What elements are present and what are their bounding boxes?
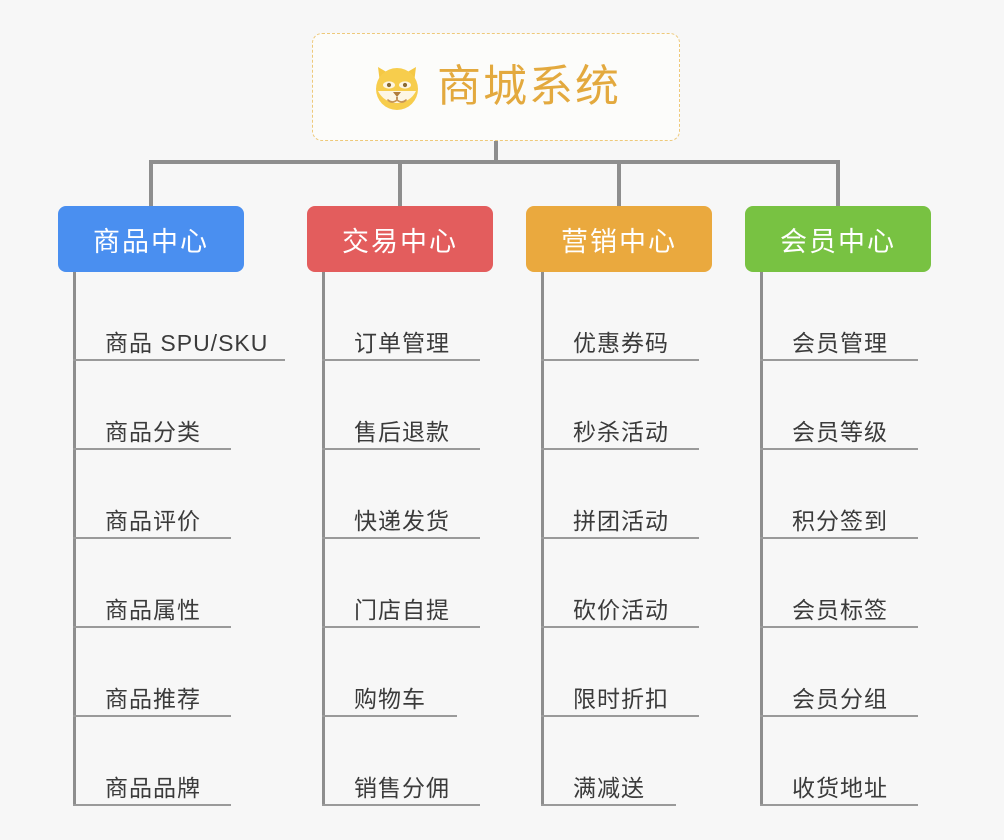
leaf-list-3: 优惠券码秒杀活动拼团活动砍价活动限时折扣满减送 xyxy=(526,272,712,806)
branch-header-1[interactable]: 商品中心 xyxy=(58,206,244,272)
leaf-underline xyxy=(541,448,699,450)
leaf-label: 商品属性 xyxy=(105,597,201,623)
leaf-item[interactable]: 商品属性 xyxy=(58,539,244,628)
leaf-item[interactable]: 砍价活动 xyxy=(526,539,712,628)
leaf-underline xyxy=(760,448,918,450)
leaf-item[interactable]: 会员分组 xyxy=(745,628,931,717)
leaf-label: 商品分类 xyxy=(105,419,201,445)
leaf-label: 售后退款 xyxy=(354,419,450,445)
leaf-underline xyxy=(322,804,480,806)
leaf-underline xyxy=(541,537,699,539)
leaf-underline xyxy=(322,715,457,717)
leaf-underline xyxy=(760,537,918,539)
leaf-label: 限时折扣 xyxy=(573,686,669,712)
branch-header-4[interactable]: 会员中心 xyxy=(745,206,931,272)
leaf-underline xyxy=(322,359,480,361)
branch-column-4: 会员中心会员管理会员等级积分签到会员标签会员分组收货地址 xyxy=(745,206,931,806)
leaf-item[interactable]: 拼团活动 xyxy=(526,450,712,539)
root-title: 商城系统 xyxy=(437,62,621,111)
leaf-item[interactable]: 会员等级 xyxy=(745,361,931,450)
leaf-label: 积分签到 xyxy=(792,508,888,534)
leaf-underline xyxy=(541,804,676,806)
leaf-underline xyxy=(73,626,231,628)
leaf-item[interactable]: 满减送 xyxy=(526,717,712,806)
leaf-item[interactable]: 收货地址 xyxy=(745,717,931,806)
leaf-label: 会员标签 xyxy=(792,597,888,623)
leaf-item[interactable]: 商品评价 xyxy=(58,450,244,539)
leaf-item[interactable]: 积分签到 xyxy=(745,450,931,539)
branch-trunk-4 xyxy=(760,272,763,806)
leaf-underline xyxy=(73,715,231,717)
branch-trunk-3 xyxy=(541,272,544,806)
leaf-label: 会员管理 xyxy=(792,330,888,356)
branch-column-1: 商品中心商品 SPU/SKU 商品分类商品评价商品属性商品推荐商品品牌 xyxy=(58,206,285,806)
shiba-dog-face-icon xyxy=(371,61,423,113)
connector-drop-4 xyxy=(836,160,840,206)
leaf-underline xyxy=(73,448,231,450)
leaf-item[interactable]: 门店自提 xyxy=(307,539,493,628)
branch-header-3[interactable]: 营销中心 xyxy=(526,206,712,272)
leaf-item[interactable]: 订单管理 xyxy=(307,272,493,361)
connector-root-stem xyxy=(494,141,498,163)
leaf-label: 砍价活动 xyxy=(573,597,669,623)
branch-trunk-2 xyxy=(322,272,325,806)
connector-horizontal-bus xyxy=(149,160,839,164)
leaf-item[interactable]: 售后退款 xyxy=(307,361,493,450)
leaf-item[interactable]: 商品分类 xyxy=(58,361,244,450)
root-node[interactable]: 商城系统 xyxy=(312,33,680,141)
leaf-label: 商品评价 xyxy=(105,508,201,534)
leaf-item[interactable]: 销售分佣 xyxy=(307,717,493,806)
leaf-label: 商品 SPU/SKU xyxy=(105,330,269,356)
leaf-item[interactable]: 商品品牌 xyxy=(58,717,244,806)
leaf-list-4: 会员管理会员等级积分签到会员标签会员分组收货地址 xyxy=(745,272,931,806)
leaf-list-1: 商品 SPU/SKU 商品分类商品评价商品属性商品推荐商品品牌 xyxy=(58,272,285,806)
leaf-underline xyxy=(541,715,699,717)
leaf-item[interactable]: 购物车 xyxy=(307,628,493,717)
leaf-underline xyxy=(541,359,699,361)
leaf-underline xyxy=(73,537,231,539)
leaf-item[interactable]: 快递发货 xyxy=(307,450,493,539)
leaf-label: 优惠券码 xyxy=(573,330,669,356)
leaf-item[interactable]: 优惠券码 xyxy=(526,272,712,361)
branch-column-3: 营销中心优惠券码秒杀活动拼团活动砍价活动限时折扣满减送 xyxy=(526,206,712,806)
leaf-item[interactable]: 会员管理 xyxy=(745,272,931,361)
connector-drop-2 xyxy=(398,160,402,206)
leaf-label: 商品推荐 xyxy=(105,686,201,712)
branch-header-2[interactable]: 交易中心 xyxy=(307,206,493,272)
leaf-label: 会员分组 xyxy=(792,686,888,712)
connector-drop-1 xyxy=(149,160,153,206)
leaf-underline xyxy=(760,626,918,628)
leaf-item[interactable]: 商品推荐 xyxy=(58,628,244,717)
leaf-label: 销售分佣 xyxy=(354,775,450,801)
leaf-underline xyxy=(760,359,918,361)
leaf-label: 商品品牌 xyxy=(105,775,201,801)
leaf-label: 购物车 xyxy=(354,686,426,712)
leaf-label: 满减送 xyxy=(573,775,645,801)
leaf-item[interactable]: 限时折扣 xyxy=(526,628,712,717)
leaf-underline xyxy=(322,537,480,539)
leaf-underline xyxy=(760,715,918,717)
leaf-label: 快递发货 xyxy=(354,508,450,534)
leaf-label: 订单管理 xyxy=(354,330,450,356)
leaf-label: 会员等级 xyxy=(792,419,888,445)
leaf-item[interactable]: 会员标签 xyxy=(745,539,931,628)
connector-drop-3 xyxy=(617,160,621,206)
leaf-underline xyxy=(760,804,918,806)
leaf-item[interactable]: 商品 SPU/SKU xyxy=(58,272,285,361)
leaf-underline xyxy=(73,804,231,806)
leaf-label: 门店自提 xyxy=(354,597,450,623)
leaf-list-2: 订单管理售后退款快递发货门店自提购物车销售分佣 xyxy=(307,272,493,806)
leaf-underline xyxy=(73,359,285,361)
leaf-label: 拼团活动 xyxy=(573,508,669,534)
leaf-label: 秒杀活动 xyxy=(573,419,669,445)
leaf-underline xyxy=(322,448,480,450)
branch-column-2: 交易中心订单管理售后退款快递发货门店自提购物车销售分佣 xyxy=(307,206,493,806)
leaf-underline xyxy=(541,626,699,628)
leaf-label: 收货地址 xyxy=(792,775,888,801)
branch-trunk-1 xyxy=(73,272,76,806)
leaf-underline xyxy=(322,626,480,628)
leaf-item[interactable]: 秒杀活动 xyxy=(526,361,712,450)
